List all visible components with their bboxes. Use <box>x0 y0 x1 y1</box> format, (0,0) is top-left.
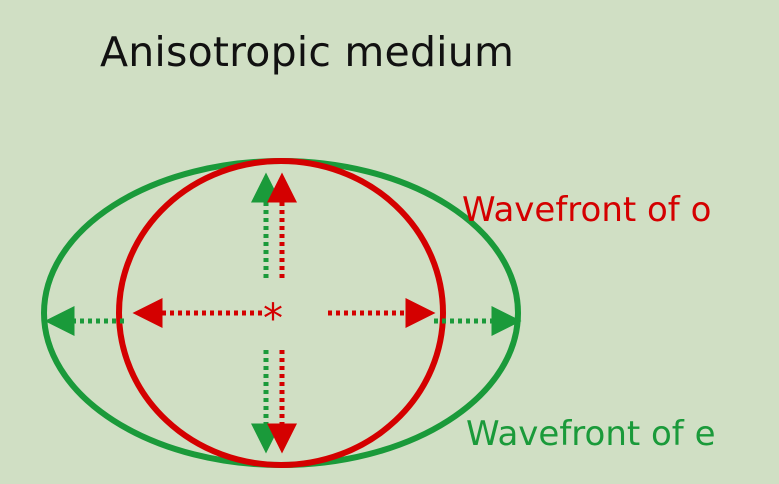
diagram-title: Anisotropic medium <box>100 28 515 76</box>
source-symbol: * <box>263 296 283 342</box>
o-wavefront-circle <box>116 158 446 468</box>
o-wavefront-label: Wavefront of o <box>462 190 712 230</box>
e-wavefront-label: Wavefront of e <box>466 414 716 454</box>
